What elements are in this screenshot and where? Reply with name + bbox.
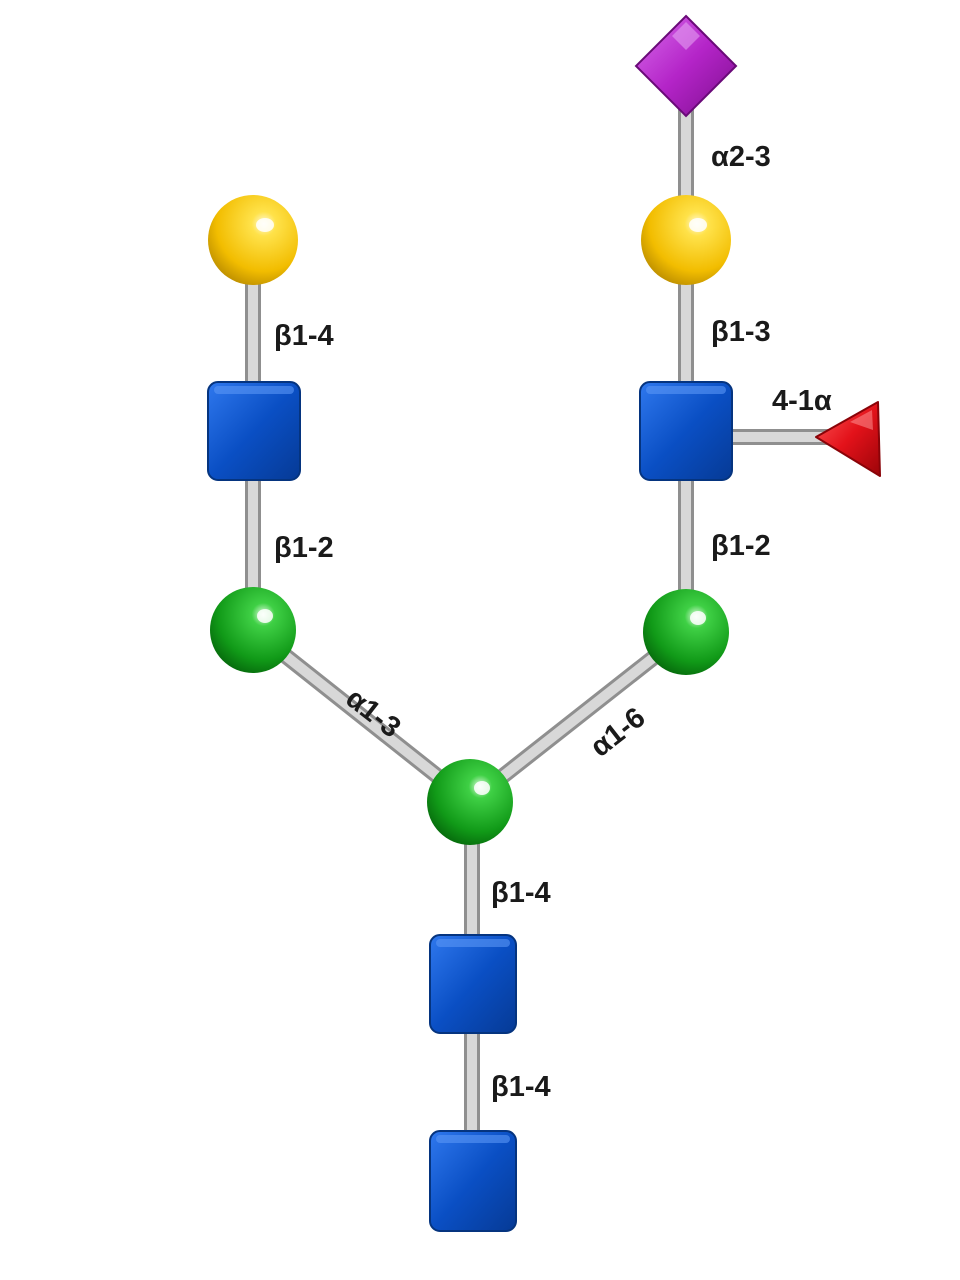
residue-layer: [207, 14, 881, 1232]
linkage-label-gal-glcnac-left: β1-4: [274, 320, 334, 352]
bond-layer: [245, 58, 858, 1188]
yellow-sphere-icon: [641, 195, 731, 285]
linkage-label-glcnac-man-right: β1-2: [711, 530, 771, 562]
red-triangle-icon: [815, 401, 881, 477]
linkage-label-glcnac-glcnac: β1-4: [491, 1071, 551, 1103]
linkage-label-layer: α2-3 β1-3 4-1α β1-4 β1-2 β1-2 α1-3 α1-6 …: [274, 141, 832, 1103]
green-sphere-icon: [427, 759, 513, 845]
purple-diamond-icon: [634, 14, 738, 118]
blue-cube-icon: [639, 381, 733, 481]
green-sphere-icon: [643, 589, 729, 675]
linkage-label-gal-glcnac-right: β1-3: [711, 316, 771, 348]
blue-cube-icon: [429, 934, 517, 1034]
yellow-sphere-icon: [208, 195, 298, 285]
linkage-label-fuc-glcnac: 4-1α: [772, 385, 832, 417]
linkage-label-core-glcnac-1: β1-4: [491, 877, 551, 909]
linkage-label-neu5ac-gal: α2-3: [711, 141, 771, 173]
linkage-label-glcnac-man-left: β1-2: [274, 532, 334, 564]
blue-cube-icon: [429, 1130, 517, 1232]
blue-cube-icon: [207, 381, 301, 481]
green-sphere-icon: [210, 587, 296, 673]
